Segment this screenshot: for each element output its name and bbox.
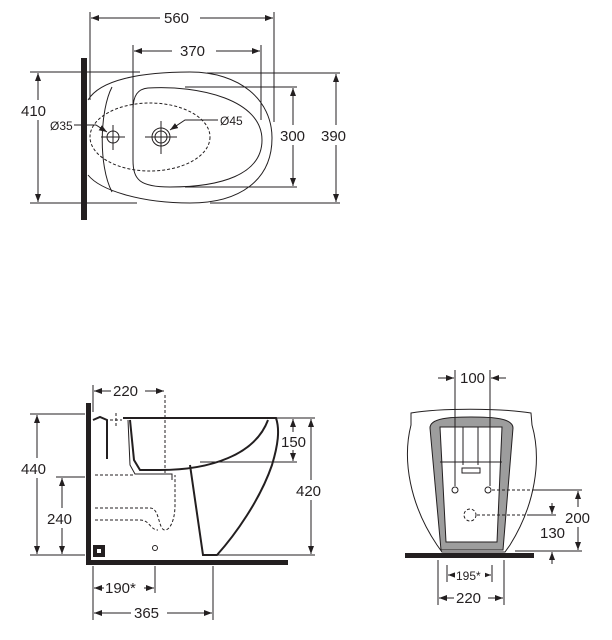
supply-point [463, 508, 477, 522]
dim-370: 370 [180, 43, 205, 60]
dim-tap-hole-left: Ø35 [50, 119, 73, 133]
dim-195: 195* [456, 569, 481, 583]
dim-190: 190* [105, 580, 136, 597]
hidden-bowl [89, 102, 211, 172]
dim-410: 410 [21, 103, 46, 120]
dim-240: 240 [47, 511, 72, 528]
dim-150: 150 [281, 434, 306, 451]
front-view: 100 200 130 195* 220 [405, 370, 595, 607]
dim-560: 560 [164, 10, 189, 27]
dim-tap-hole-right: Ø45 [220, 114, 243, 128]
fixing-hole-right [484, 486, 492, 494]
connector [92, 415, 108, 459]
dim-100: 100 [460, 370, 485, 387]
bidet-front-outline [406, 408, 537, 553]
wall [86, 403, 91, 565]
dim-420: 420 [296, 483, 321, 500]
dim-390: 390 [321, 128, 346, 145]
dim-365: 365 [134, 605, 159, 622]
fixing-hole-left [451, 486, 459, 494]
pedestal-frame [429, 416, 514, 551]
dim-440: 440 [21, 461, 46, 478]
floor [86, 560, 288, 565]
dim-130: 130 [540, 525, 565, 542]
bidet-body [123, 417, 280, 556]
top-view: Ø35 Ø45 560 370 410 300 390 [20, 8, 352, 220]
dim-220-front: 220 [456, 590, 481, 607]
floor [405, 553, 534, 558]
dim-300: 300 [280, 128, 305, 145]
basin-curve [129, 419, 269, 471]
dim-200: 200 [565, 510, 590, 527]
rim-line [101, 86, 113, 193]
bowl-outline [87, 71, 273, 204]
side-view: 220 440 240 150 420 190* 365 [20, 381, 327, 622]
wall [81, 58, 87, 220]
dim-220-side: 220 [113, 383, 138, 400]
